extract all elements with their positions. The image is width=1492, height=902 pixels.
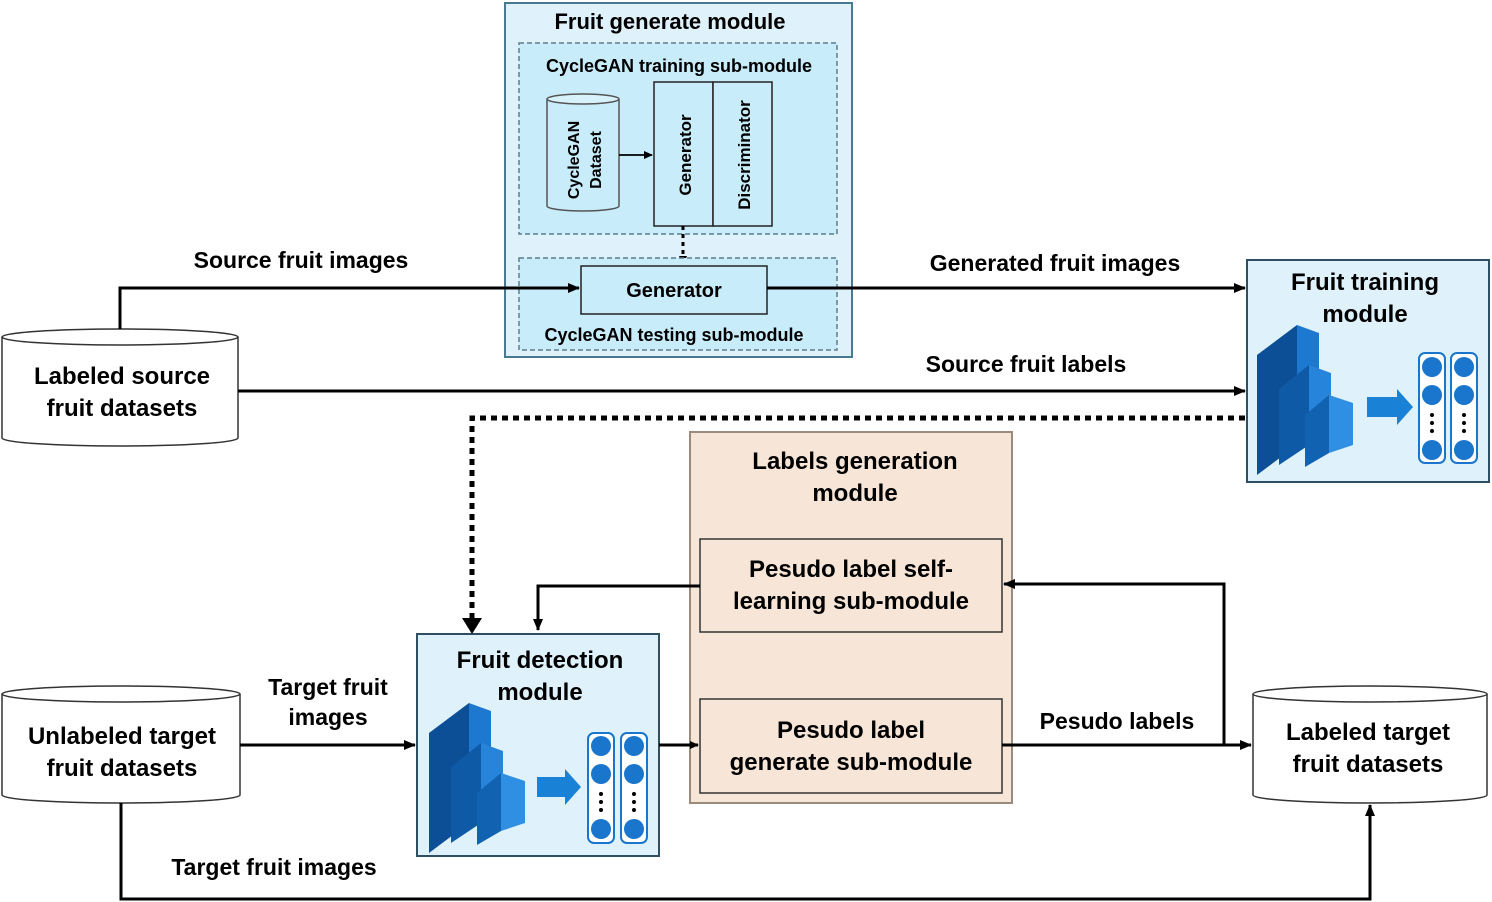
fruit-training-module: Fruit training module: [1246, 259, 1490, 483]
labeled-target-label-line1: Labeled target: [1286, 719, 1450, 746]
target-fruit-images-label-line2: images: [288, 704, 367, 730]
labeled-source-label-line1: Labeled source: [34, 363, 210, 390]
generate-submodule-label-line2: generate sub-module: [730, 749, 973, 776]
training-generator-block: Generator: [653, 81, 714, 227]
feedback-to-self-learning-arrow: [1003, 579, 1226, 745]
discriminator-block: Discriminator: [712, 81, 773, 227]
labels-generation-title-line2: module: [812, 480, 897, 507]
bottom-target-fruit-images-label: Target fruit images: [171, 854, 376, 880]
cyclegan-testing-submodule-title: CycleGAN testing sub-module: [544, 325, 803, 345]
fruit-generate-module-title: Fruit generate module: [554, 9, 785, 34]
trained-model-dotted-arrow: [469, 415, 1245, 630]
source-images-arrow: [118, 283, 580, 329]
labels-generation-module: Labels generation module Pesudo label se…: [689, 431, 1013, 804]
fruit-training-title-line2: module: [1322, 301, 1407, 328]
training-generator-label: Generator: [676, 114, 695, 196]
cyclegan-training-submodule-title: CycleGAN training sub-module: [546, 56, 812, 76]
fruit-generate-module: Fruit generate module CycleGAN training …: [504, 2, 853, 358]
fruit-training-title-line1: Fruit training: [1291, 269, 1439, 296]
labeled-source-label-line2: fruit datasets: [47, 395, 198, 422]
cyclegan-dataset-label-line1: CycleGAN: [566, 121, 583, 199]
unlabeled-target-datasets-cylinder: Unlabeled target fruit datasets: [1, 685, 241, 804]
cyclegan-dataset-label-line2: Dataset: [588, 130, 605, 188]
generated-fruit-images-label: Generated fruit images: [930, 250, 1181, 276]
labels-generation-title-line1: Labels generation: [752, 448, 957, 475]
pseudo-label-generate-submodule: Pesudo label generate sub-module: [699, 698, 1003, 794]
self-learning-label-line1: Pesudo label self-: [749, 556, 953, 583]
pseudo-label-self-learning-submodule: Pesudo label self- learning sub-module: [699, 538, 1003, 633]
self-learning-to-detection-arrow: [533, 584, 700, 631]
source-fruit-images-label: Source fruit images: [194, 247, 409, 273]
testing-generator-label: Generator: [626, 280, 722, 302]
fruit-detection-title-line2: module: [497, 679, 582, 706]
bottom-target-images-arrow: [119, 803, 1375, 901]
fruit-detection-title-line1: Fruit detection: [457, 647, 624, 674]
cnn-network-icon: [429, 703, 648, 853]
cyclegan-dataset-cylinder: CycleGAN Dataset: [546, 93, 620, 212]
connectors: Source fruit images Generated fruit imag…: [118, 247, 1375, 901]
labeled-target-label-line2: fruit datasets: [1293, 751, 1444, 778]
cnn-network-icon: [1257, 325, 1478, 475]
source-fruit-labels-label: Source fruit labels: [926, 351, 1127, 377]
cyclegan-training-submodule: CycleGAN training sub-module CycleGAN Da…: [518, 42, 838, 235]
unlabeled-target-label-line1: Unlabeled target: [28, 723, 216, 750]
unlabeled-target-label-line2: fruit datasets: [47, 755, 198, 782]
labeled-source-datasets-cylinder: Labeled source fruit datasets: [1, 328, 239, 447]
cyclegan-testing-submodule: Generator CycleGAN testing sub-module: [518, 257, 838, 351]
pesudo-labels-label: Pesudo labels: [1040, 708, 1195, 734]
discriminator-label: Discriminator: [735, 100, 754, 210]
testing-generator-block: Generator: [580, 265, 768, 315]
generate-submodule-label-line1: Pesudo label: [777, 717, 925, 744]
labeled-target-datasets-cylinder: Labeled target fruit datasets: [1252, 685, 1488, 804]
self-learning-label-line2: learning sub-module: [733, 588, 969, 615]
target-fruit-images-label-line1: Target fruit: [268, 674, 388, 700]
fruit-detection-module: Fruit detection module: [416, 633, 660, 857]
